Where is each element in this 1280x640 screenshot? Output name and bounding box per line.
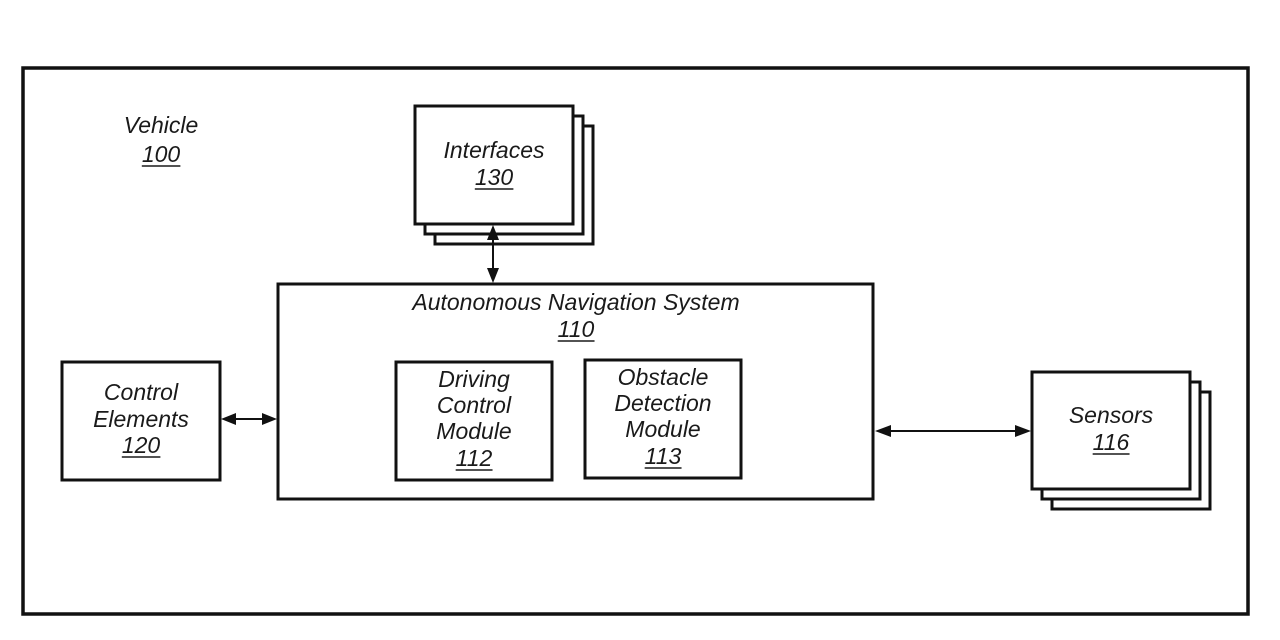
- control-elements-ref: 120: [122, 432, 161, 458]
- interfaces-ref: 130: [475, 164, 514, 190]
- sensors-box: [1030, 370, 1192, 491]
- driving-control-ref: 112: [456, 445, 493, 471]
- arrowhead-right-icon: [1015, 425, 1031, 437]
- driving-control-box: [394, 360, 554, 482]
- interfaces-block: Interfaces 130: [413, 104, 595, 246]
- sensors-name: Sensors: [1069, 402, 1154, 428]
- sensors-ref: 116: [1093, 429, 1130, 455]
- arrowhead-up-icon: [487, 225, 499, 240]
- vehicle-label: Vehicle 100: [124, 112, 199, 167]
- driving-control-module: Driving Control Module 112: [394, 360, 554, 482]
- connector-interfaces-ans: [487, 225, 499, 283]
- obstacle-detection-module: Obstacle Detection Module 113: [583, 358, 743, 480]
- control-elements-box: [60, 360, 222, 482]
- arrowhead-left-icon: [221, 413, 236, 425]
- obstacle-detection-ref: 113: [645, 443, 682, 469]
- arrowhead-right-icon: [262, 413, 277, 425]
- ans-name: Autonomous Navigation System: [410, 289, 739, 315]
- driving-control-line-3: Module: [436, 418, 511, 444]
- sensors-block: Sensors 116: [1030, 370, 1212, 511]
- vehicle-name: Vehicle: [124, 112, 199, 138]
- driving-control-line-2: Control: [437, 392, 512, 418]
- ans-box: [276, 282, 875, 501]
- driving-control-line-1: Driving: [438, 366, 510, 392]
- connector-control-ans: [221, 413, 277, 425]
- control-elements-block: Control Elements 120: [60, 360, 222, 482]
- obstacle-detection-box: [583, 358, 743, 480]
- control-elements-line-2: Elements: [93, 406, 189, 432]
- interfaces-box: [413, 104, 575, 226]
- ans-block: Autonomous Navigation System 110 Driving…: [276, 282, 875, 501]
- arrowhead-down-icon: [487, 268, 499, 283]
- control-elements-line-1: Control: [104, 379, 179, 405]
- interfaces-name: Interfaces: [444, 137, 545, 163]
- obstacle-detection-line-2: Detection: [614, 390, 711, 416]
- vehicle-ref: 100: [142, 141, 181, 167]
- ans-ref: 110: [558, 316, 595, 342]
- connector-ans-sensors: [875, 425, 1031, 437]
- obstacle-detection-line-1: Obstacle: [618, 364, 709, 390]
- obstacle-detection-line-3: Module: [625, 416, 700, 442]
- vehicle-boundary: [21, 66, 1250, 616]
- arrowhead-left-icon: [875, 425, 891, 437]
